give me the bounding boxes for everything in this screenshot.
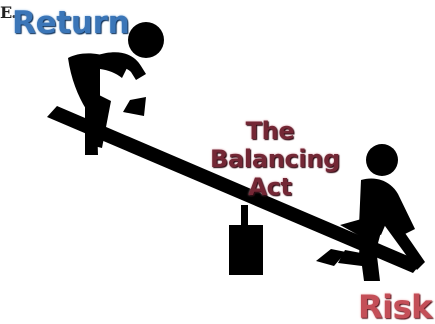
seesaw-fulcrum: [229, 225, 263, 275]
title-line-2: Balancing: [210, 145, 341, 173]
title-line-3: Act: [248, 173, 292, 201]
risk-label: Risk: [358, 288, 432, 324]
corner-fragment-text: E.: [0, 3, 17, 22]
seesaw-plank: [47, 106, 422, 273]
balancing-act-title: The Balancing Act: [210, 117, 341, 201]
seesaw-post: [241, 205, 248, 229]
right-person-icon: [316, 144, 425, 281]
left-person-icon: [68, 22, 164, 155]
return-label: Return: [12, 5, 130, 41]
title-line-1: The: [245, 117, 295, 145]
